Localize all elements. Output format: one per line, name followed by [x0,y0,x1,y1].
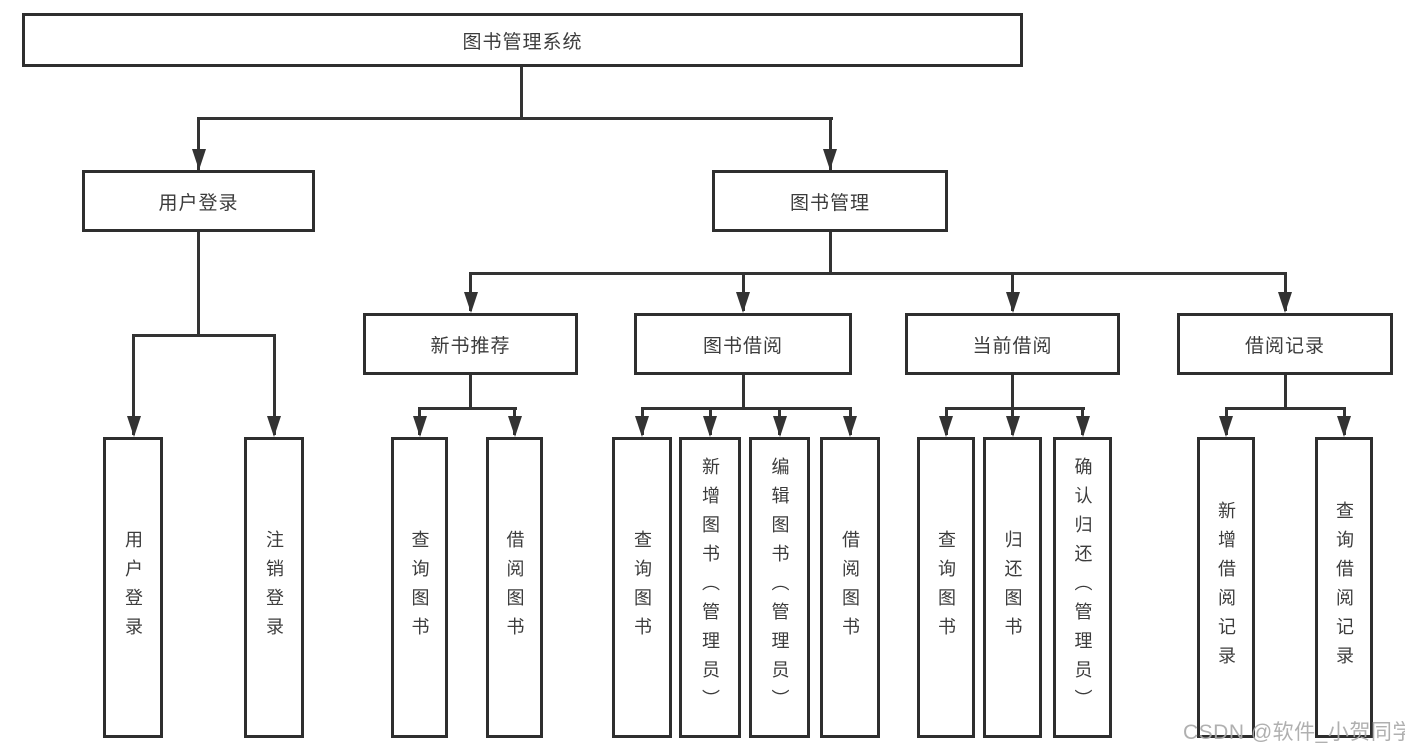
leaf-user-login: 用户登录 [103,437,163,738]
leaf-label: 新增借阅记录 [1216,500,1236,675]
leaf-label: 查询图书 [936,529,956,646]
connector-vline [1011,375,1014,410]
connector-vline [197,117,200,170]
arrowhead-down-icon [191,149,206,170]
leaf-label: 用户登录 [123,529,143,646]
connector-vline [272,334,276,435]
connector-vline [1283,272,1287,311]
leaf-label: 确认归还（管理员） [1072,457,1093,718]
connector-hline [131,334,276,337]
arrowhead-down-icon [412,416,427,437]
arrowhead-down-icon [772,416,787,437]
leaf-label: 归还图书 [1002,529,1023,646]
node-label: 图书借阅 [702,335,783,357]
connector-hline [1224,407,1346,410]
leaf-label: 编辑图书（管理员） [769,457,790,718]
node-label: 当前借阅 [972,335,1053,357]
node-current-borrow: 当前借阅 [905,313,1120,375]
leaf-query-books: 查询图书 [612,437,672,738]
arrowhead-down-icon [267,416,281,437]
connector-vline [828,232,832,275]
arrowhead-down-icon [1005,292,1020,313]
arrowhead-down-icon [1219,416,1233,437]
arrowhead-down-icon [1005,416,1020,437]
connector-vline [741,272,745,311]
leaf-logout: 注销登录 [244,437,304,738]
leaf-add-borrow-record: 新增借阅记录 [1197,437,1255,738]
node-label: 图书管理 [789,192,870,214]
leaf-label: 查询借阅记录 [1334,500,1354,675]
leaf-label: 查询图书 [409,529,430,646]
connector-vline [1011,272,1014,311]
arrowhead-down-icon [939,416,953,437]
leaf-borrow-books: 借阅图书 [486,437,543,738]
arrowhead-down-icon [1337,416,1351,437]
connector-vline [828,117,832,170]
leaf-label: 查询图书 [632,529,652,646]
node-label: 新书推荐 [430,335,511,357]
node-borrow-records: 借阅记录 [1177,313,1393,375]
arrowhead-down-icon [463,292,478,313]
node-user-login: 用户登录 [82,170,315,232]
node-label: 借阅记录 [1244,335,1325,357]
arrowhead-down-icon [635,416,649,437]
leaf-label: 注销登录 [264,529,284,646]
leaf-borrow-books: 借阅图书 [820,437,880,738]
connector-vline [469,375,472,410]
arrowhead-down-icon [1278,292,1292,313]
watermark: CSDN @软件_小贺同学 [1183,721,1405,744]
leaf-confirm-return-admin: 确认归还（管理员） [1053,437,1112,738]
leaf-label: 借阅图书 [504,529,525,646]
node-label: 用户登录 [158,192,239,214]
arrowhead-down-icon [736,292,750,313]
arrowhead-down-icon [126,416,141,437]
connector-hline [469,272,1287,275]
leaf-query-borrow-record: 查询借阅记录 [1315,437,1373,738]
leaf-query-books: 查询图书 [917,437,975,738]
leaf-label: 借阅图书 [840,529,860,646]
leaf-label: 新增图书（管理员） [700,457,720,718]
node-label: 图书管理系统 [462,31,583,53]
node-book-borrow: 图书借阅 [634,313,852,375]
connector-hline [418,407,517,410]
leaf-return-books: 归还图书 [983,437,1042,738]
node-book-management: 图书管理 [712,170,948,232]
arrowhead-down-icon [823,149,837,170]
arrowhead-down-icon [843,416,857,437]
connector-hline [197,117,833,120]
leaf-edit-books-admin: 编辑图书（管理员） [749,437,810,738]
node-library-system: 图书管理系统 [22,13,1023,67]
connector-vline [469,272,472,311]
arrowhead-down-icon [1075,416,1090,437]
connector-hline [640,407,852,410]
arrowhead-down-icon [507,416,522,437]
connector-vline [1283,375,1287,410]
connector-vline [741,375,745,410]
connector-hline [944,407,1085,410]
connector-vline [197,232,200,337]
leaf-add-books-admin: 新增图书（管理员） [679,437,741,738]
connector-vline [132,334,135,435]
connector-vline [520,67,523,118]
arrowhead-down-icon [703,416,717,437]
node-new-book-recommend: 新书推荐 [363,313,578,375]
leaf-query-books: 查询图书 [391,437,448,738]
